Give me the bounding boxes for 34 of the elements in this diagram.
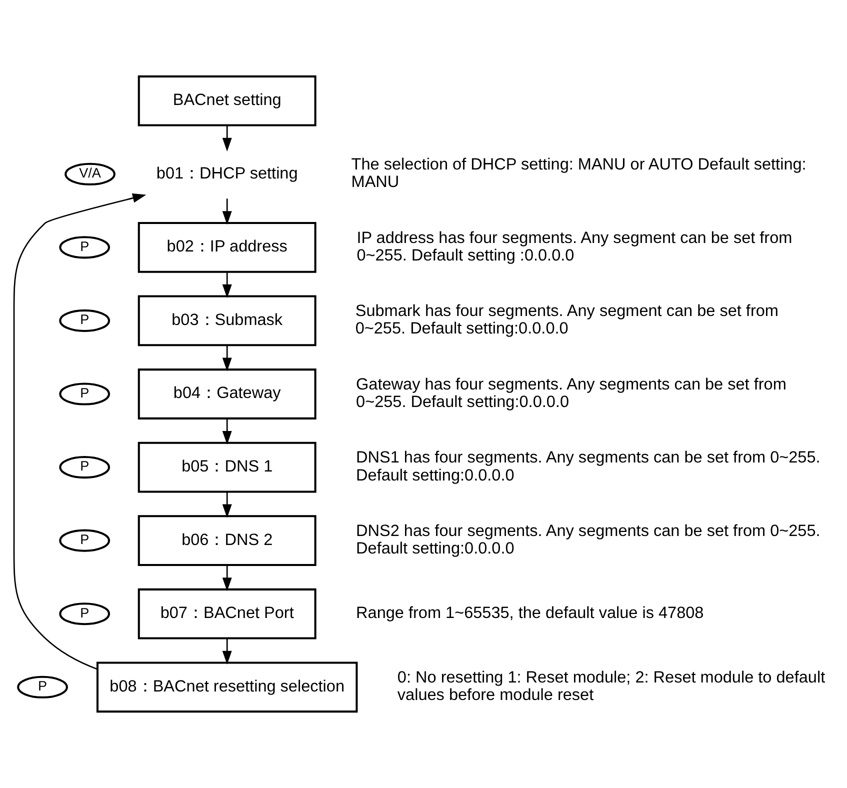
node-text: b01：DHCP setting	[156, 164, 298, 182]
arrow	[222, 565, 232, 592]
node-label: DNS2 has four segments. Any segments can be set from 0~255. Default setting:0.0.0.0	[356, 522, 820, 558]
node-box: b03：Submask	[138, 295, 316, 346]
node-ellipse: P	[59, 309, 110, 332]
arrow	[222, 418, 232, 445]
arrow	[222, 125, 232, 152]
node-label: DNS1 has four segments. Any segments can be set from 0~255. Default setting:0.0.0.0	[356, 448, 820, 484]
arrow	[222, 345, 232, 372]
node-label: Gateway has four segments. Any segments can be set from 0~255. Default setting:0.0.0.0	[356, 375, 786, 412]
node-ellipse: P	[59, 382, 110, 406]
node-label: The selection of DHCP setting: MANU or AUTO Default setting: MANU	[351, 156, 806, 192]
arrow	[13, 193, 146, 670]
node-box: b05：DNS 1	[138, 442, 316, 493]
node-ellipse: P	[59, 236, 110, 259]
arrow	[222, 272, 232, 298]
node-box: b07：BACnet Port	[138, 588, 316, 640]
arrow	[222, 198, 232, 225]
node-ellipse: P	[59, 456, 110, 479]
node-box: b02：IP address	[138, 222, 316, 273]
node-box: b06：DNS 2	[138, 515, 316, 566]
node-box: b04：Gateway	[138, 368, 316, 420]
node-box: b08：BACnet resetting selection	[96, 662, 358, 713]
node-ellipse: P	[59, 602, 110, 626]
node-box: BACnet setting	[138, 75, 316, 126]
node-ellipse: V/A	[64, 162, 116, 186]
node-ellipse: P	[17, 676, 68, 698]
node-label: Submark has four segments. Any segment can be set from 0~255. Default setting:0.0.0.0	[355, 302, 778, 338]
node-label: 0: No resetting 1: Reset module; 2: Reset module to default values before module reset	[397, 668, 826, 704]
node-ellipse: P	[59, 529, 110, 552]
node-label: Range from 1~65535, the default value is 47808	[356, 604, 704, 622]
node-label: IP address has four segments. Any segment can be set from 0~255. Default setting :0.0.0.0	[356, 228, 792, 264]
arrow	[222, 492, 232, 518]
arrow	[222, 638, 232, 664]
